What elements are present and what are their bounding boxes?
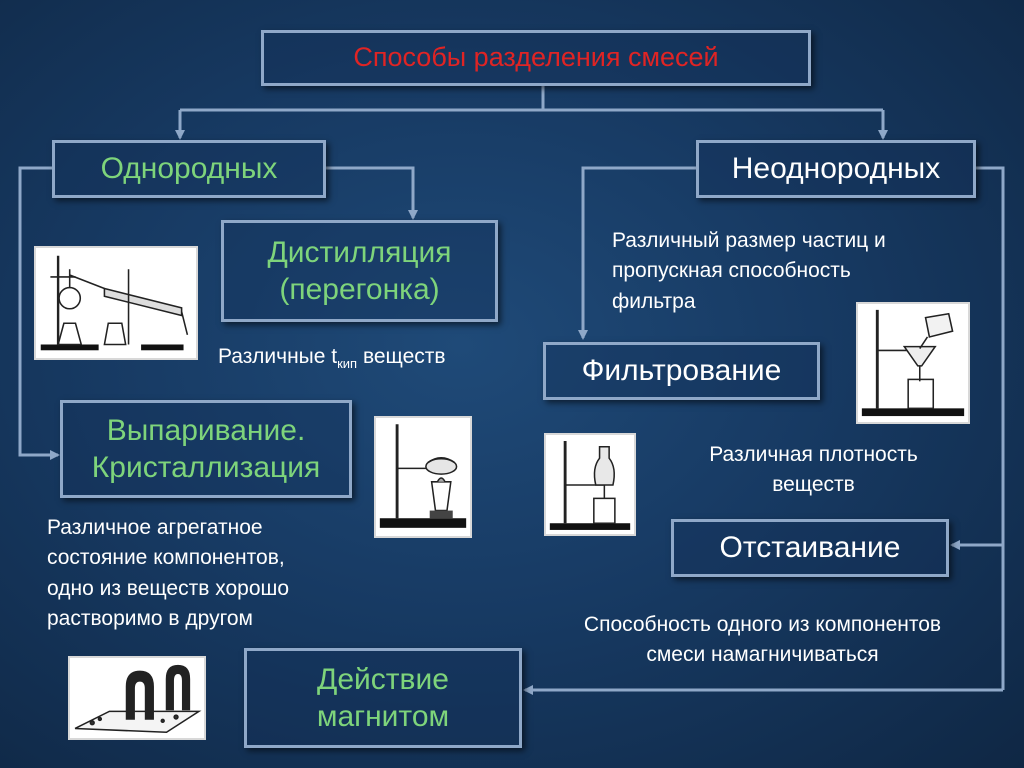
magnet-note-line: Способность одного из компонентов — [583, 613, 942, 636]
title-box: Способы разделения смесей — [261, 30, 811, 86]
distillation-label-line1: Дистилляция — [267, 235, 452, 269]
magnet-note-line: смеси намагничиваться — [646, 643, 879, 667]
settling-note: Различная плотность веществ — [686, 440, 941, 501]
distillation-box: Дистилляция (перегонка) — [221, 220, 498, 322]
separatory-funnel-stand-icon — [544, 433, 636, 536]
evaporation-note-line: состояние компонентов, — [47, 546, 285, 570]
settling-box: Отстаивание — [671, 519, 949, 577]
heterogeneous-label: Неоднородных — [731, 152, 941, 186]
heterogeneous-box: Неоднородных — [696, 140, 976, 198]
evaporation-note-line: растворимо в другом — [47, 607, 253, 631]
connector-to-evaporation — [18, 166, 60, 460]
connector-to-distillation — [326, 166, 418, 220]
evaporating-dish-on-burner-icon — [374, 416, 472, 538]
title-text: Способы разделения смесей — [353, 42, 719, 73]
evaporation-label-line2: Кристаллизация — [91, 451, 321, 484]
distillation-apparatus-icon — [34, 246, 198, 360]
settling-label: Отстаивание — [719, 531, 901, 565]
homogeneous-label: Однородных — [100, 152, 278, 186]
filtration-note: Различный размер частиц и пропускная спо… — [612, 226, 886, 317]
settling-note-line: веществ — [772, 473, 855, 497]
evaporation-box: Выпаривание. Кристаллизация — [60, 400, 352, 498]
magnet-note: Способность одного из компонентов смеси … — [530, 610, 995, 671]
distillation-note-suffix: веществ — [357, 345, 446, 368]
connector-right-trunk — [976, 166, 1005, 690]
homogeneous-box: Однородных — [52, 140, 326, 198]
distillation-note-subscript: кип — [337, 356, 358, 372]
funnel-filter-stand-icon — [856, 302, 970, 424]
filtration-note-line: фильтра — [612, 289, 696, 313]
evaporation-note-line: одно из веществ хорошо — [47, 576, 290, 600]
evaporation-note: Различное агрегатное состояние компонент… — [47, 513, 289, 635]
evaporation-label-line1: Выпаривание. — [106, 413, 306, 447]
connector-to-filtration — [578, 166, 696, 340]
settling-note-line: Различная плотность — [709, 443, 918, 466]
filtration-note-line: Различный размер частиц и — [612, 229, 886, 252]
evaporation-note-line: Различное агрегатное — [47, 516, 263, 539]
filtration-label: Фильтрование — [581, 354, 782, 388]
distillation-note-prefix: Различные t — [218, 345, 338, 368]
horseshoe-magnets-icon — [68, 656, 206, 740]
magnet-label-line1: Действие — [317, 662, 449, 696]
distillation-label-line2: (перегонка) — [279, 273, 440, 306]
magnet-label-line2: магнитом — [316, 700, 450, 733]
magnet-box: Действие магнитом — [244, 648, 522, 748]
title-to-branches-connector — [180, 86, 883, 112]
filtration-note-line: пропускная способность — [612, 259, 851, 283]
distillation-note: Различные tкип веществ — [218, 342, 446, 374]
filtration-box: Фильтрование — [543, 342, 820, 400]
